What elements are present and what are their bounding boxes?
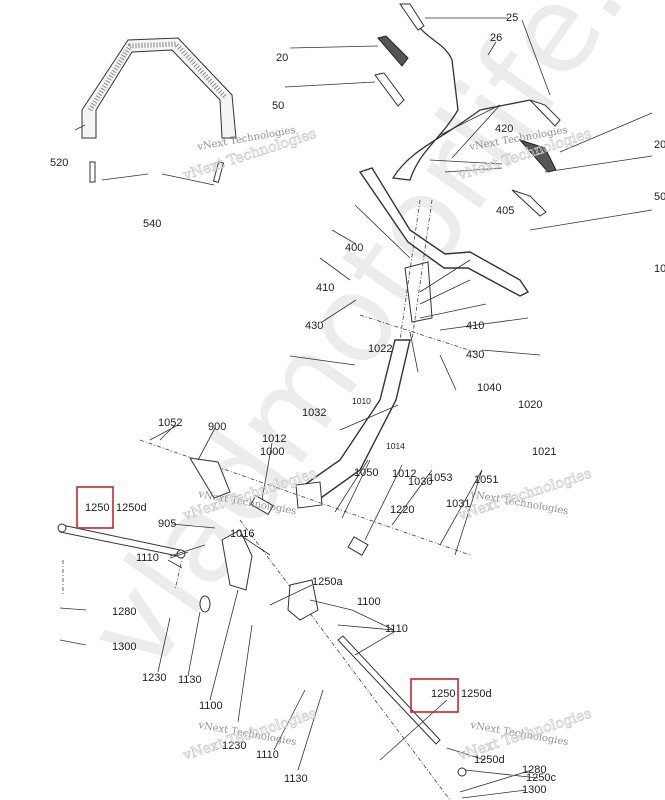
callout-1031: 1031 xyxy=(446,498,470,510)
callout-1012-right: 1012 xyxy=(392,468,416,480)
callout-1280-left: 1280 xyxy=(112,606,136,618)
callout-1230-center: 1230 xyxy=(222,740,246,752)
highlight-box-left xyxy=(76,486,114,529)
callout-1250d-right: 1250d xyxy=(461,688,492,700)
callout-1250-right: 1250 xyxy=(431,688,455,700)
callout-1050: 1050 xyxy=(354,467,378,479)
callout-1230-left: 1230 xyxy=(142,672,166,684)
callout-1250c: 1250c xyxy=(526,772,556,784)
callout-1130-left: 1130 xyxy=(178,674,202,686)
bushing-part xyxy=(250,494,274,516)
callout-1030: 1030 xyxy=(408,476,432,488)
callout-1100-left: 1100 xyxy=(199,700,223,712)
bushing-part xyxy=(347,536,369,556)
callout-1051: 1051 xyxy=(474,474,498,486)
callout-900: 900 xyxy=(208,421,226,433)
callout-1000: 1000 xyxy=(260,446,284,458)
callout-1014: 1014 xyxy=(386,441,405,451)
callout-labels: 25 26 20 50 520 540 420 20 405 50 400 10… xyxy=(50,12,665,796)
deflector-part xyxy=(81,37,237,139)
callout-1020: 1020 xyxy=(518,399,542,411)
callout-1100-right: 1100 xyxy=(357,596,381,608)
callout-1022: 1022 xyxy=(368,343,392,355)
callout-1110-left: 1110 xyxy=(136,552,159,564)
leader-lines xyxy=(59,17,653,799)
callout-400: 400 xyxy=(345,242,363,254)
callout-405: 405 xyxy=(496,205,514,217)
callout-1300-right: 1300 xyxy=(522,784,546,796)
callout-520: 520 xyxy=(50,157,68,169)
grip-cover-right-part xyxy=(511,189,547,217)
callout-1021: 1021 xyxy=(532,446,556,458)
cover-part xyxy=(221,529,253,591)
handlebar-part xyxy=(358,167,530,297)
watermark-outline: vNext Technologies xyxy=(455,706,593,765)
callout-20: 20 xyxy=(276,52,288,64)
column-flange-part xyxy=(295,481,323,509)
watermark-outline: vNext Technologies xyxy=(180,706,318,765)
callout-1012: 1012 xyxy=(262,433,286,445)
callout-1110-right: 1110 xyxy=(385,623,408,635)
site-watermark: vladmotorlife.ru xyxy=(60,0,665,697)
tie-rod-right-part xyxy=(337,635,441,745)
callout-1110-center: 1110 xyxy=(256,749,279,761)
callout-20-right: 20 xyxy=(654,139,665,151)
callout-410-right: 410 xyxy=(466,320,484,332)
callout-1250d-left: 1250d xyxy=(116,502,147,514)
callout-1220: 1220 xyxy=(390,504,414,516)
callout-420: 420 xyxy=(495,123,513,135)
callout-1032: 1032 xyxy=(302,407,326,419)
callout-1010: 1010 xyxy=(352,396,371,406)
callout-50: 50 xyxy=(272,100,284,112)
callout-905: 905 xyxy=(158,518,176,530)
callout-430: 430 xyxy=(305,320,323,332)
callout-410: 410 xyxy=(316,282,334,294)
callout-26: 26 xyxy=(490,32,502,44)
callout-1250-left: 1250 xyxy=(85,502,109,514)
clamp-part xyxy=(199,595,211,613)
grip-left-part xyxy=(377,35,409,67)
callout-1250d-lower: 1250d xyxy=(474,754,505,766)
cover-part xyxy=(287,579,319,621)
callout-540: 540 xyxy=(143,218,161,230)
bracket-part xyxy=(189,457,231,499)
callout-1053: 1053 xyxy=(428,472,452,484)
heater-wire xyxy=(391,27,531,181)
callout-50-right: 50 xyxy=(654,191,665,203)
callout-10: 10 xyxy=(654,263,665,275)
screw-part xyxy=(212,161,225,184)
highlight-box-right xyxy=(410,678,459,713)
heated-grip-part xyxy=(399,3,425,31)
callout-1052: 1052 xyxy=(158,417,182,429)
callout-1016: 1016 xyxy=(230,528,254,540)
callout-1040: 1040 xyxy=(477,382,501,394)
heated-grip-right-part xyxy=(529,99,561,127)
callout-25: 25 xyxy=(506,12,518,24)
callout-1130-center: 1130 xyxy=(284,773,308,785)
callout-1280-right: 1280 xyxy=(522,764,546,776)
callout-1300-left: 1300 xyxy=(112,641,136,653)
grip-cover-left-part xyxy=(374,72,405,107)
screw-part xyxy=(89,161,96,183)
callout-1250a: 1250a xyxy=(312,576,343,588)
callout-430-right: 430 xyxy=(466,349,484,361)
